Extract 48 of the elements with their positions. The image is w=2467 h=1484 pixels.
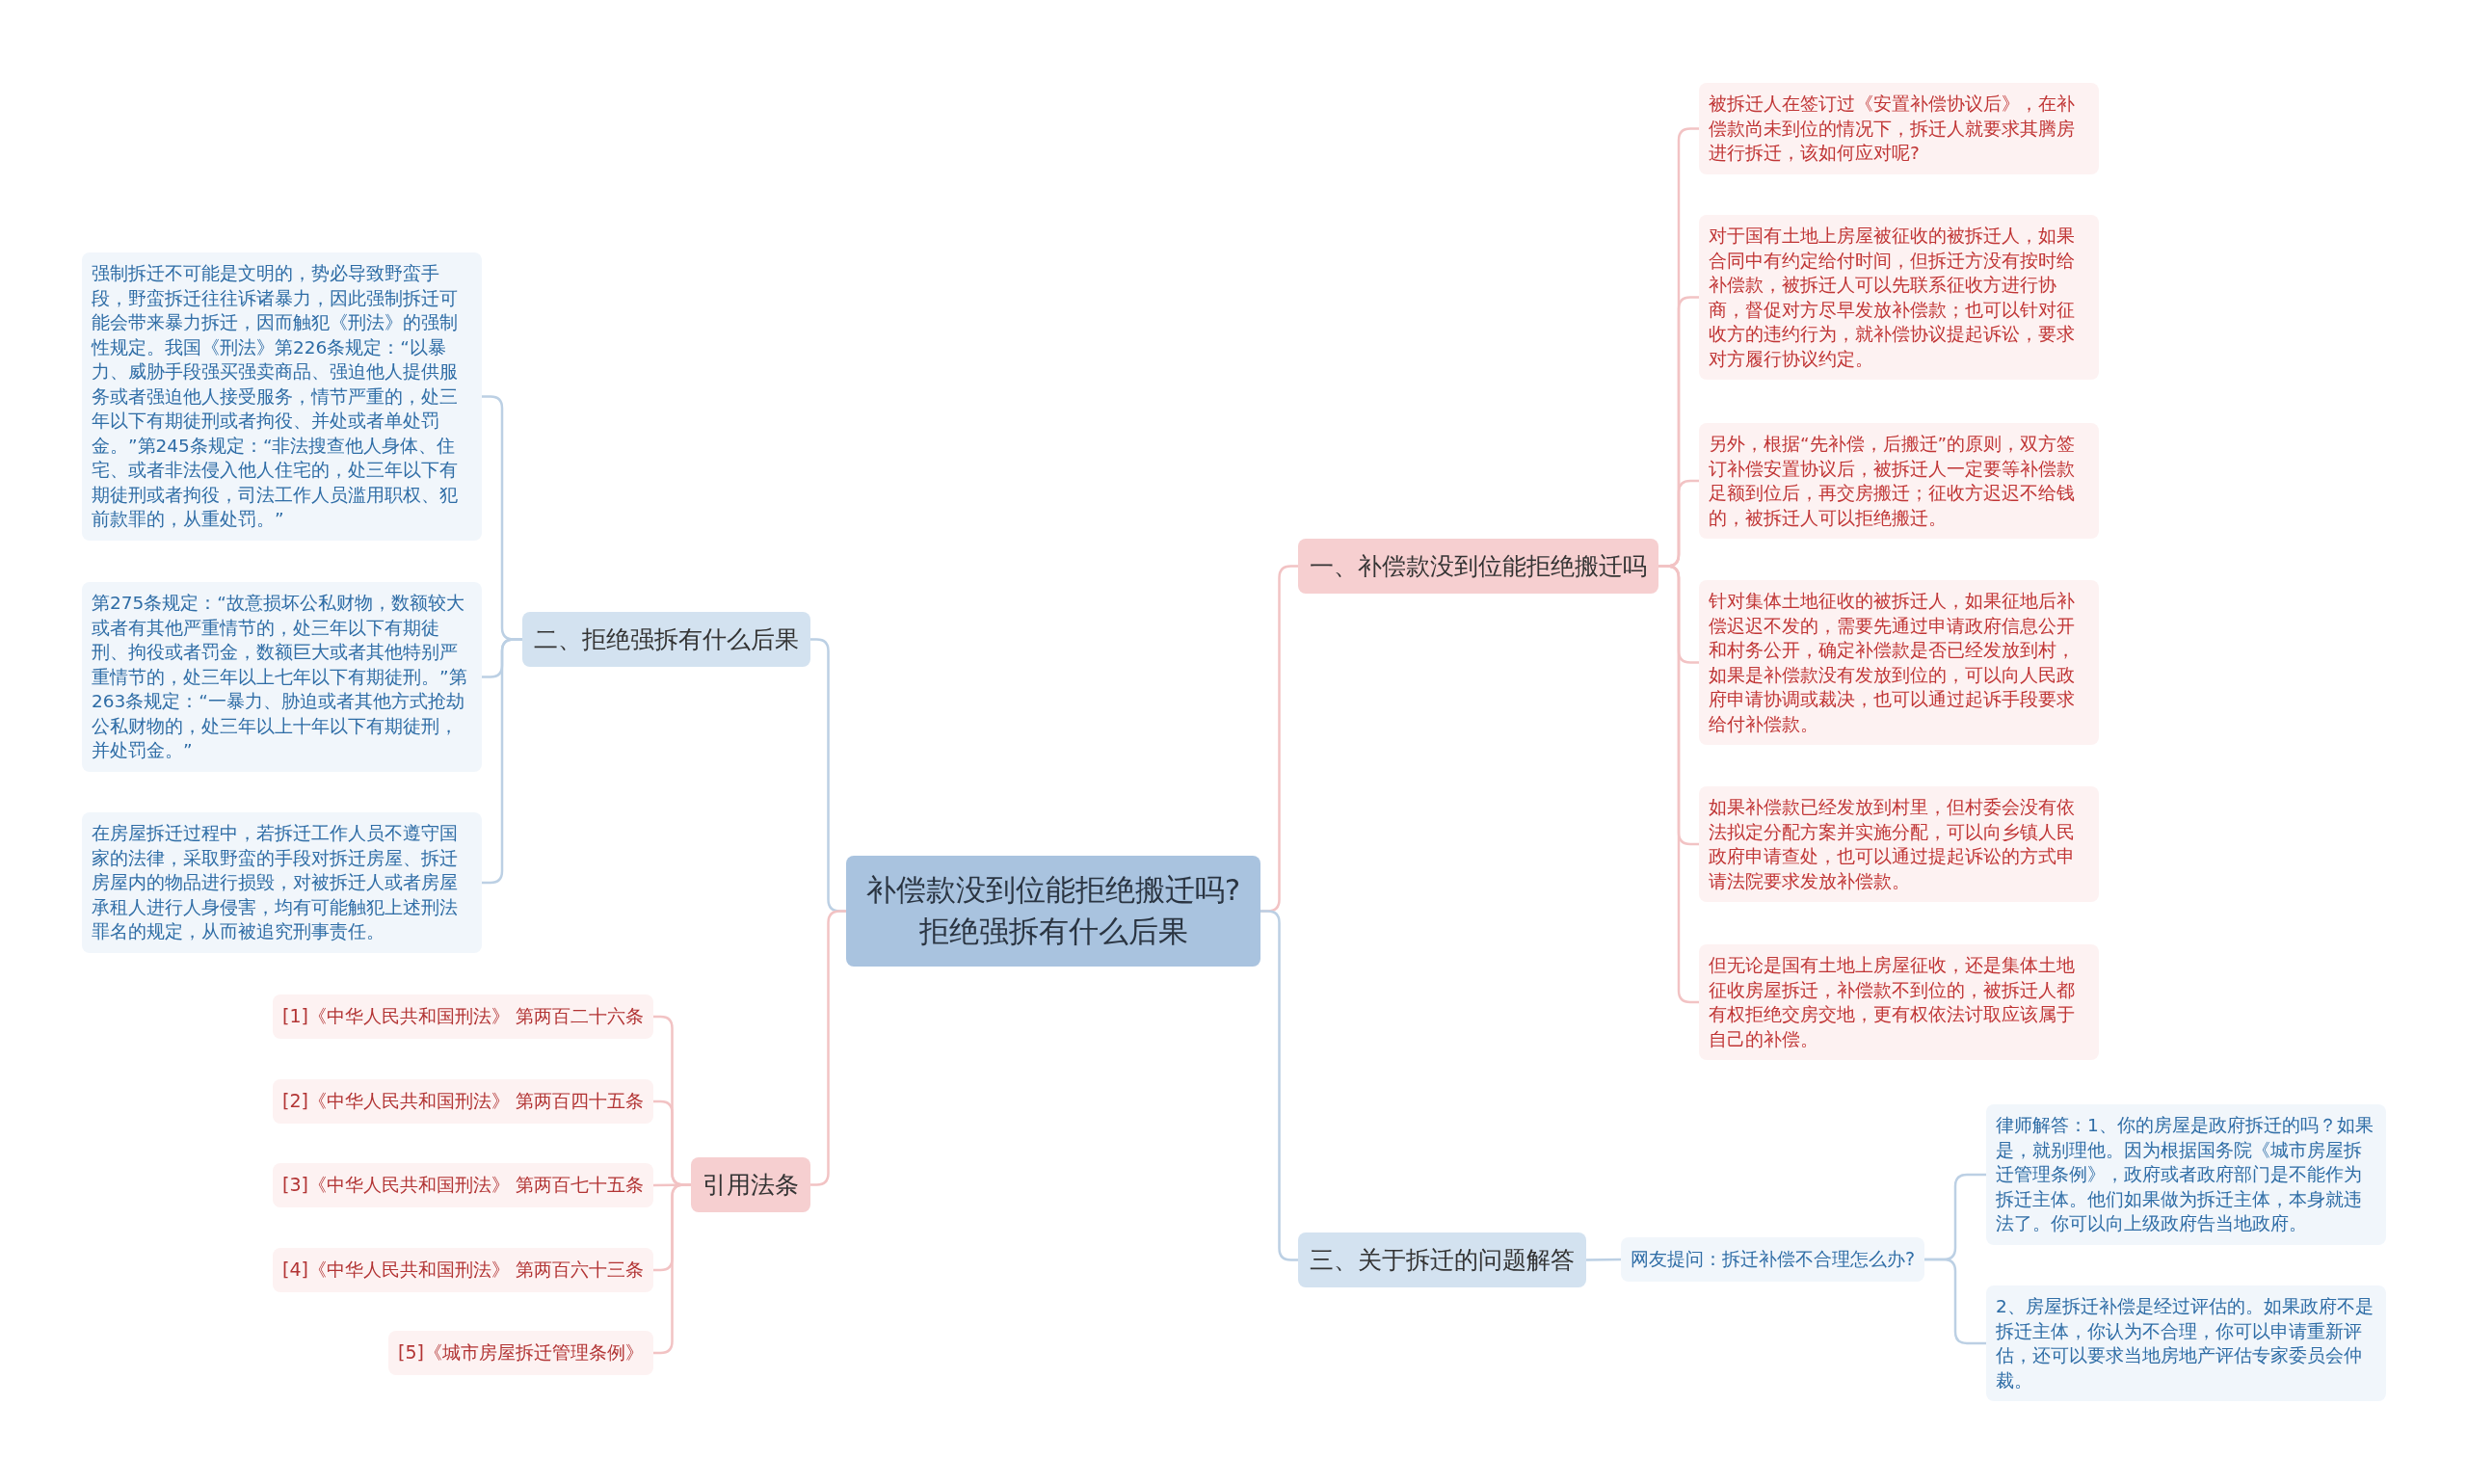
answer-text: 律师解答：1、你的房屋是政府拆迁的吗？如果是，就别理他。因为根据国务院《城市房屋拆迁管理条例》，政府或者政府部门是不能作为拆迁主体。他们如果做为拆迁主体，本身就违法了。你可以向上级政府告当地政府。 [1996, 1114, 2374, 1236]
note-box [1699, 944, 2099, 1061]
note-text: 强制拆迁不可能是文明的，势必导致野蛮手段，野蛮拆迁往往诉诸暴力，因此强制拆迁可能会带来暴力拆迁，因而触犯《刑法》的强制性规定。我国《刑法》第226条规定：“以暴力、威胁手段强买强卖商品、强迫他人提供服务或者强迫他人接受服务，情节严重的，处三年以下有期徒刑或者拘役、并处或者单处罚金。”第245条规定：“非法搜查他人身体、住宅、或者非法侵入他人住宅的，处三年以下有期徒刑或者拘役，司法工作人员滥用职权、犯前款罪的，从重处罚。” [92, 262, 459, 532]
note-box [1699, 580, 2099, 746]
connector-line [653, 1183, 691, 1355]
branch-topic-box [522, 612, 810, 667]
citation-box [273, 1079, 653, 1124]
note-box [1699, 423, 2099, 540]
note-text: 对于国有土地上房屋被征收的被拆迁人，如果合同中有约定给付时间，但拆迁方没有按时给补偿款，被拆迁人可以先联系征收方进行协商，督促对方尽早发放补偿款；也可以针对征收方的违约行为，就补偿协议提起诉讼，要求对方履行协议约定。 [1709, 225, 2076, 371]
connector-line [482, 638, 522, 885]
citation-text: [5]《城市房屋拆迁管理条例》 [398, 1340, 644, 1365]
citation-text: [2]《中华人民共和国刑法》 第两百四十五条 [282, 1089, 644, 1113]
note-text: 但无论是国有土地上房屋征收，还是集体土地征收房屋拆迁，补偿款不到位的，被拆迁人都有权拒绝交房交地，更有权依法讨取应该属于自己的补偿。 [1709, 954, 2076, 1051]
note-text: 另外，根据“先补偿，后搬迁”的原则，双方签订补偿安置协议后，被拆迁人一定要等补偿款足额到位后，再交房搬迁；征收方迟迟不给钱的，被拆迁人可以拒绝搬迁。 [1709, 433, 2077, 530]
citation-box [273, 994, 653, 1039]
connector-line [1586, 1258, 1621, 1261]
branch-topic-text: 三、关于拆迁的问题解答 [1310, 1245, 1575, 1276]
note-text: 如果补偿款已经发放到村里，但村委会没有依法拟定分配方案并实施分配，可以向乡镇人民政府申请查处，也可以通过提起诉讼的方式申请法院要求发放补偿款。 [1709, 796, 2076, 893]
answer-box [1986, 1104, 2386, 1245]
connector-line [1260, 910, 1298, 1261]
answer-text: 2、房屋拆迁补偿是经过评估的。如果政府不是拆迁主体，你认为不合理，你可以申请重新评估，还可以要求当地房地产评估专家委员会仲裁。 [1996, 1295, 2374, 1392]
connector-line [1658, 565, 1699, 1004]
central-topic-text: 补偿款没到位能拒绝搬迁吗?拒绝强拆有什么后果 [864, 871, 1242, 951]
citation-text: [4]《中华人民共和国刑法》 第两百六十三条 [282, 1258, 644, 1282]
central-topic-box [846, 856, 1260, 967]
note-box [82, 812, 482, 953]
question-text: 网友提问：拆迁补偿不合理怎么办? [1631, 1247, 1916, 1271]
note-text: 第275条规定：“故意损坏公私财物，数额较大或者有其他严重情节的，处三年以下有期徒刑、拘役或者罚金，数额巨大或者其他特别严重情节的，处三年以上七年以下有期徒刑。”第263条规定：“一暴力、胁迫或者其他方式抢劫公私财物的，处三年以上十年以下有期徒刑，并处罚金。” [92, 592, 468, 763]
branch-topic-box [1298, 539, 1658, 594]
branch-topic-box [691, 1157, 810, 1212]
note-box [1699, 786, 2099, 903]
note-text: 被拆迁人在签订过《安置补偿协议后》，在补偿款尚未到位的情况下，拆迁人就要求其腾房进行拆迁，该如何应对呢? [1709, 93, 2076, 166]
citation-text: [3]《中华人民共和国刑法》 第两百七十五条 [282, 1173, 644, 1197]
answer-box [1986, 1285, 2386, 1402]
connector-line [810, 910, 846, 1186]
citation-box [388, 1331, 653, 1375]
citation-text: [1]《中华人民共和国刑法》 第两百二十六条 [282, 1004, 644, 1028]
branch-topic-box [1298, 1232, 1586, 1287]
note-text: 在房屋拆迁过程中，若拆迁工作人员不遵守国家的法律，采取野蛮的手段对拆迁房屋、拆迁房屋内的物品进行损毁，对被拆迁人或者房屋承租人进行人身侵害，均有可能触犯上述刑法罪名的规定，从而被追究刑事责任。 [92, 822, 459, 944]
branch-topic-text: 引用法条 [703, 1170, 799, 1201]
note-box [1699, 83, 2099, 174]
note-text: 针对集体土地征收的被拆迁人，如果征地后补偿迟迟不发的，需要先通过申请政府信息公开和村务公开，确定补偿款是否已经发放到村，如果是补偿款没有发放到位的，可以向人民政府申请协调或裁决，也可以通过起诉手段要求给付补偿款。 [1709, 590, 2076, 736]
branch-topic-text: 二、拒绝强拆有什么后果 [534, 624, 799, 655]
note-box [1699, 215, 2099, 381]
branch-topic-text: 一、补偿款没到位能拒绝搬迁吗 [1310, 551, 1647, 582]
citation-box [273, 1163, 653, 1207]
citation-box [273, 1248, 653, 1292]
question-box [1621, 1237, 1925, 1282]
